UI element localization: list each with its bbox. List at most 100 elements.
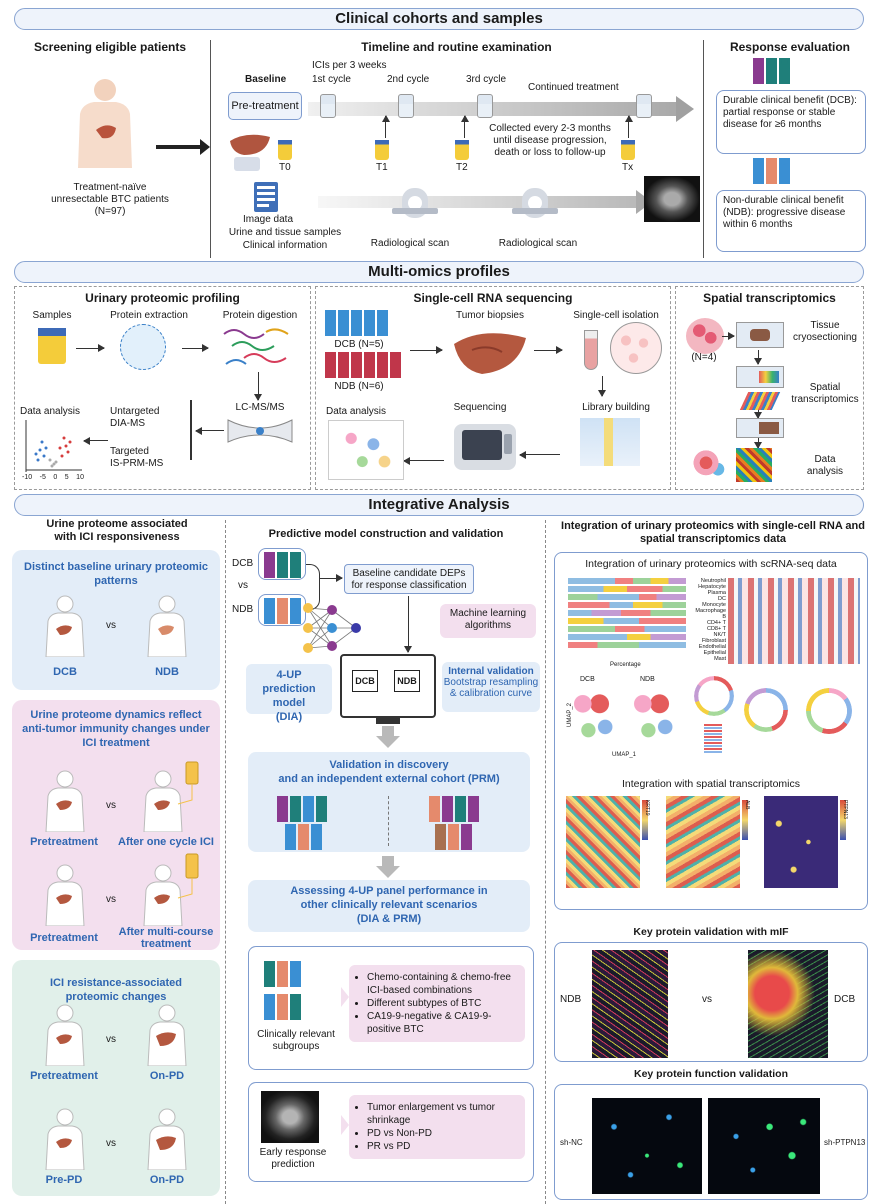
flow-arrow — [320, 574, 343, 582]
screen-dcb-box: DCB — [352, 670, 378, 692]
urine-cup-icon — [375, 140, 389, 160]
urinary-panel — [14, 286, 311, 490]
cell-type: Hepatocyte — [698, 584, 726, 590]
screening-desc: unresectable BTC patients — [51, 194, 169, 205]
deps-text: Baseline candidate DEPs — [352, 568, 466, 579]
extraction-label: Protein extraction — [110, 310, 188, 321]
spatial-integration-title: Integration with spatial transcriptomics — [622, 778, 800, 790]
right-col-title: Integration of urinary proteomics with s… — [561, 520, 865, 532]
left-col-title: Urine proteome associated — [46, 518, 188, 530]
untargeted-label: Untargeted — [110, 406, 160, 417]
on-pd-label: On-PD — [149, 1070, 185, 1082]
func-image-shnc — [592, 1098, 702, 1194]
flow-arrow — [754, 410, 762, 419]
patient-body-icon — [45, 770, 85, 832]
flow-arrow — [404, 460, 444, 461]
drug-vial-icon — [398, 94, 414, 118]
isolation-label: Single-cell isolation — [573, 310, 659, 321]
scrna-ndb-label: NDB (N=6) — [334, 381, 384, 392]
validation-text: and an independent external cohort (PRM) — [278, 773, 500, 785]
dcb-label: DCB — [53, 666, 77, 678]
pretreatment-label: Pretreatment — [30, 836, 98, 848]
cell-type-labels: Neutrophil Hepatocyte Plasma DC Monocyte… — [690, 578, 726, 662]
urinary-title: Urinary proteomic profiling — [85, 291, 240, 305]
spatial-data-label: Data — [814, 454, 836, 465]
urine-cup-icon — [278, 140, 292, 160]
cell-type: NK/T — [713, 632, 726, 638]
ct-image — [644, 176, 700, 222]
expression-heatmap — [728, 578, 860, 664]
collected-note: Collected every 2-3 months — [489, 123, 611, 134]
gene-label: KRT19 — [644, 800, 650, 816]
spatial-map-alb — [666, 796, 740, 888]
ct-scanner-icon — [512, 188, 558, 218]
down-arrow — [376, 736, 400, 748]
dcb-people-icon — [752, 58, 791, 87]
scan2-label: Radiological scan — [498, 238, 578, 249]
colorbar — [840, 800, 846, 840]
mif-image-ndb — [592, 950, 668, 1058]
down-arrow — [376, 866, 400, 878]
internal-validation-text: Internal validation — [448, 666, 534, 677]
cycle2-label: 2nd cycle — [387, 74, 430, 85]
spatial-map-krt19 — [566, 796, 640, 888]
panel-title: Distinct baseline urinary proteomic patt… — [24, 561, 208, 587]
pretreatment-box: Pre-treatment — [228, 92, 302, 120]
cycle1-label: 1st cycle — [312, 74, 351, 85]
spatial-heatmap — [736, 448, 772, 482]
vs-label: vs — [106, 1138, 116, 1149]
scrna-title: Single-cell RNA sequencing — [413, 291, 573, 305]
gene-label: PTPN13 — [842, 800, 848, 819]
volcano-plot — [25, 420, 82, 472]
digestion-label: Protein digestion — [222, 310, 298, 321]
early-item: PR vs PD — [367, 1140, 517, 1153]
dcb-label: DCB — [232, 558, 254, 569]
tick: 5 — [64, 474, 69, 481]
bar-xlabel: Percentage — [610, 662, 641, 668]
subgroups-label: subgroups — [272, 1041, 320, 1052]
left-col-title: with ICI responsiveness — [54, 531, 180, 543]
screening-arrow — [156, 145, 204, 149]
dcb-people-box — [258, 548, 306, 580]
slide-icon — [736, 322, 784, 348]
vs-label: vs — [106, 894, 116, 905]
timeline-divider — [210, 40, 211, 258]
tick: 10 — [76, 474, 84, 481]
tissue-icon — [686, 318, 724, 354]
section-title: Clinical cohorts and samples — [335, 10, 543, 27]
assess-text: (DIA & PRM) — [356, 913, 422, 925]
after-multi-course-label: treatment — [140, 938, 192, 950]
cell-type: CD4+ T — [706, 620, 726, 626]
sequencing-label: Sequencing — [453, 402, 507, 413]
chord-diagram — [806, 688, 852, 734]
sequencer-icon — [454, 424, 516, 470]
liver-biopsy-icon — [454, 333, 526, 374]
spatial-label: Spatial — [809, 382, 841, 393]
umap-group-label: NDB — [640, 676, 655, 683]
tube-icon — [584, 330, 598, 370]
dcb-definition: Durable clinical benefit (DCB): partial … — [723, 95, 857, 130]
section-banner-multiomics: Multi-omics profiles — [14, 261, 864, 283]
gene-label: ALB — [744, 800, 750, 810]
func-image-shptpn13 — [708, 1098, 820, 1194]
early-response-panel: Early response prediction Tumor enlargem… — [248, 1082, 534, 1182]
collected-note: until disease progression, — [493, 135, 607, 146]
timeline-title: Timeline and routine examination — [361, 40, 552, 54]
flow-arrow — [722, 332, 735, 340]
model-text: (DIA) — [275, 711, 303, 723]
subgroups-list: Chemo-containing & chemo-free ICI-based … — [349, 965, 525, 1042]
spatial-n-label: (N=4) — [691, 352, 717, 363]
tick: 0 — [53, 474, 58, 481]
samples-label: Samples — [32, 310, 72, 321]
ml-box: Machine learning algorithms — [440, 604, 536, 638]
chord-legend — [704, 724, 722, 754]
umap-thumbnail — [328, 420, 404, 480]
tick: -10 — [22, 474, 33, 481]
data-analysis-label: Data analysis — [20, 406, 81, 417]
flow-arrow — [254, 372, 262, 401]
validation-dcb-people — [276, 796, 328, 825]
patient-body-icon — [45, 1004, 85, 1066]
library-label: Library building — [582, 402, 650, 413]
timeline-divider — [703, 40, 704, 258]
subgroups-people-icon — [263, 961, 343, 1023]
